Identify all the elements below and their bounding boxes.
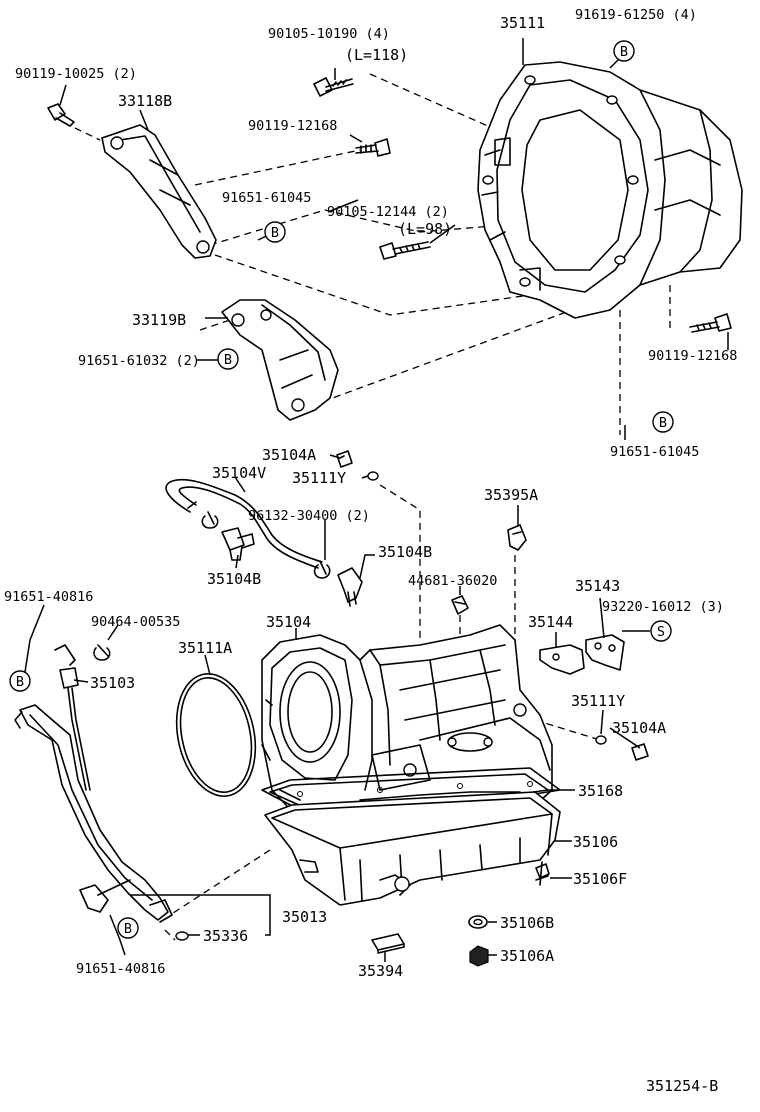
label-91651-61045-b: 91651-61045 bbox=[610, 444, 699, 460]
label-35144: 35144 bbox=[528, 613, 573, 631]
bolt-90119-12168-right bbox=[689, 313, 732, 333]
label-35143: 35143 bbox=[575, 577, 620, 595]
part-labels: 90105-10190 (4) (L=118) 35111 91619-6125… bbox=[4, 7, 737, 1095]
label-35395A: 35395A bbox=[484, 486, 538, 504]
label-35106B: 35106B bbox=[500, 914, 554, 932]
magnet-35394 bbox=[371, 933, 405, 954]
marker-b-4: B bbox=[652, 411, 674, 433]
label-44681-36020: 44681-36020 bbox=[408, 573, 497, 589]
svg-text:B: B bbox=[620, 44, 628, 60]
label-91619-61250: 91619-61250 (4) bbox=[575, 7, 697, 23]
label-35111A: 35111A bbox=[178, 639, 232, 657]
label-35104B-right: 35104B bbox=[378, 543, 432, 561]
label-90105-10190: 90105-10190 (4) bbox=[268, 26, 390, 42]
marker-b-3: B bbox=[217, 348, 239, 370]
svg-text:B: B bbox=[224, 352, 232, 368]
label-90105-10190-length: (L=118) bbox=[345, 46, 408, 64]
plate-35143 bbox=[585, 634, 625, 671]
plate-35144 bbox=[539, 644, 585, 675]
washer-35106B bbox=[468, 915, 488, 929]
label-35103: 35103 bbox=[90, 674, 135, 692]
fitting-35395A bbox=[507, 524, 527, 551]
bolt-35106F bbox=[535, 861, 550, 886]
marker-b-1: B bbox=[613, 40, 635, 62]
clamps-96132-30400 bbox=[201, 511, 331, 579]
svg-text:B: B bbox=[124, 921, 132, 937]
label-90105-12144: 90105-12144 (2) bbox=[327, 204, 449, 220]
label-35111Y-top: 35111Y bbox=[292, 469, 346, 487]
adapter-housing-35111 bbox=[477, 61, 743, 319]
union-35104A-top bbox=[336, 450, 353, 468]
marker-s-1: S bbox=[650, 620, 672, 642]
label-35104B-left: 35104B bbox=[207, 570, 261, 588]
label-90105-12144-length: (L=98) bbox=[398, 220, 452, 238]
marker-b-2: B bbox=[264, 221, 286, 243]
label-35104: 35104 bbox=[266, 613, 311, 631]
plug-35106A bbox=[469, 945, 489, 967]
label-35168: 35168 bbox=[578, 782, 623, 800]
o-ring-35336 bbox=[175, 931, 189, 941]
label-35336: 35336 bbox=[203, 927, 248, 945]
label-35106A: 35106A bbox=[500, 947, 554, 965]
diagram-id: 351254-B bbox=[646, 1077, 718, 1095]
clip-90464-00535 bbox=[93, 644, 111, 661]
elbow-35104B-right bbox=[337, 567, 363, 607]
label-91651-40816-bottom: 91651-40816 bbox=[76, 961, 165, 977]
svg-text:B: B bbox=[271, 225, 279, 241]
bolt-90119-12168-top bbox=[355, 138, 391, 157]
bolt-90105-12144 bbox=[379, 241, 431, 260]
bracket-33118B bbox=[101, 124, 217, 259]
marker-b-5: B bbox=[9, 670, 31, 692]
label-90119-10025: 90119-10025 (2) bbox=[15, 66, 137, 82]
label-33119B: 33119B bbox=[132, 311, 186, 329]
label-91651-40816-top: 91651-40816 bbox=[4, 589, 93, 605]
label-35104A-top: 35104A bbox=[262, 446, 316, 464]
label-35394: 35394 bbox=[358, 962, 403, 980]
label-35111: 35111 bbox=[500, 14, 545, 32]
label-35106: 35106 bbox=[573, 833, 618, 851]
label-35013: 35013 bbox=[282, 908, 327, 926]
o-ring-35111Y-right bbox=[595, 735, 607, 745]
bracket-33119B bbox=[221, 299, 339, 421]
label-90119-12168-a: 90119-12168 bbox=[248, 118, 337, 134]
svg-text:B: B bbox=[16, 674, 24, 690]
vent-hose-35104V bbox=[165, 478, 323, 569]
label-33118B: 33118B bbox=[118, 92, 172, 110]
svg-text:S: S bbox=[657, 624, 665, 640]
label-35106F: 35106F bbox=[573, 870, 627, 888]
label-91651-61032: 91651-61032 (2) bbox=[78, 353, 200, 369]
union-35104B-left bbox=[221, 527, 255, 561]
label-96132-30400: 96132-30400 (2) bbox=[248, 508, 370, 524]
bolt-90119-10025 bbox=[47, 103, 75, 127]
o-ring-35111A bbox=[175, 673, 257, 797]
oil-pan-35106 bbox=[264, 791, 561, 906]
label-35111Y-right: 35111Y bbox=[571, 692, 625, 710]
label-91651-61045-a: 91651-61045 bbox=[222, 190, 311, 206]
union-35104A-right bbox=[631, 743, 649, 761]
label-93220-16012: 93220-16012 (3) bbox=[602, 599, 724, 615]
o-ring-35111Y-top bbox=[367, 471, 379, 481]
label-35104A-right: 35104A bbox=[612, 719, 666, 737]
label-90464-00535: 90464-00535 bbox=[91, 614, 180, 630]
label-35104V: 35104V bbox=[212, 464, 266, 482]
label-90119-12168-b: 90119-12168 bbox=[648, 348, 737, 364]
filler-tube-35013 bbox=[14, 704, 173, 923]
level-gauge-35103 bbox=[54, 644, 91, 791]
plug-44681-36020 bbox=[451, 595, 469, 615]
bolt-90105-10190 bbox=[313, 77, 354, 97]
marker-b-6: B bbox=[117, 917, 139, 939]
svg-text:B: B bbox=[659, 415, 667, 431]
